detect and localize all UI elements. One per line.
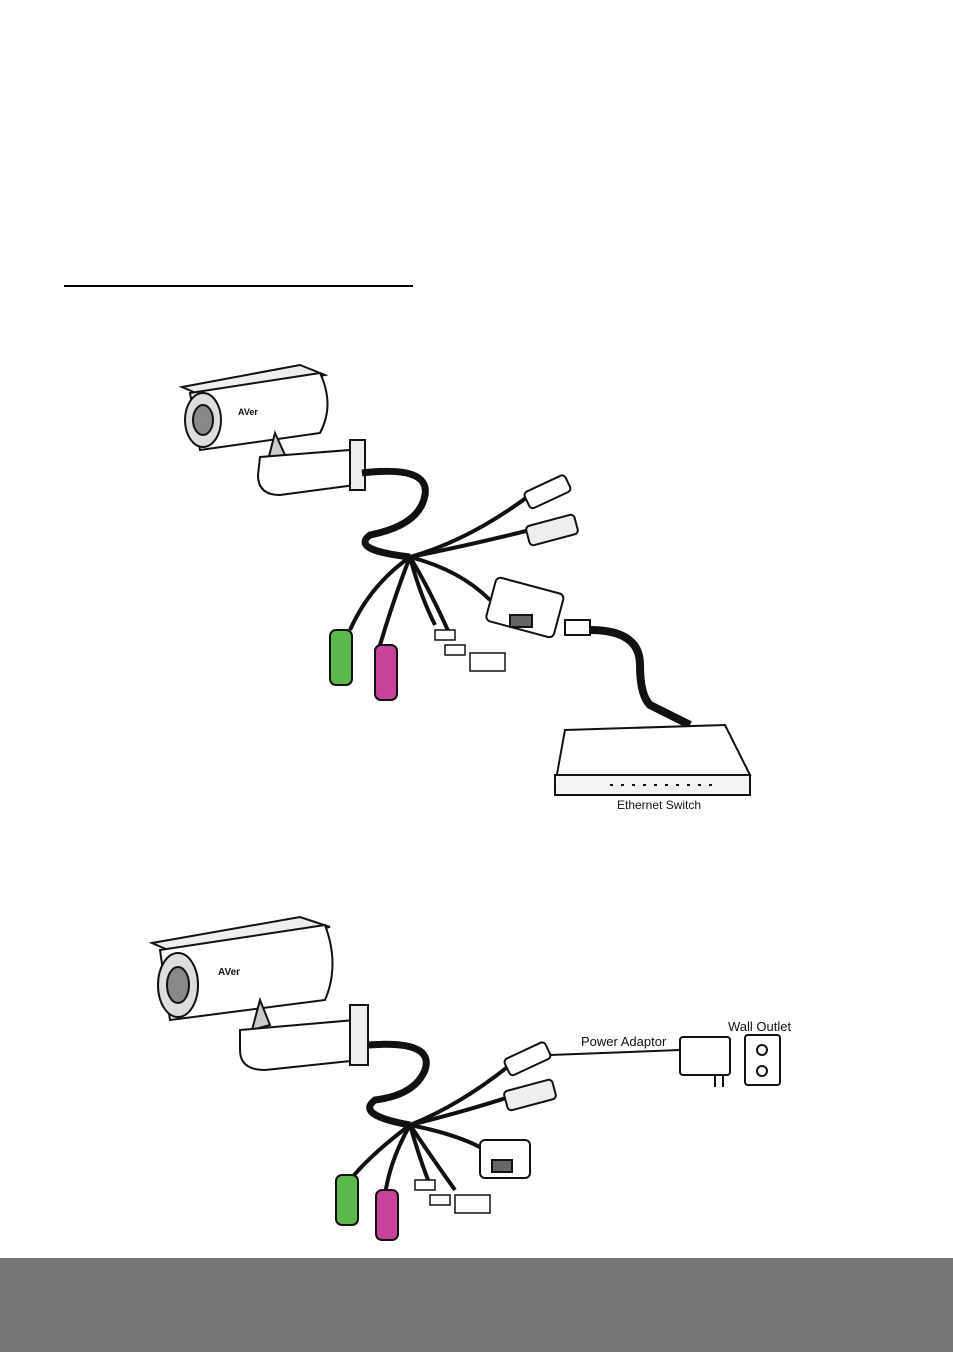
figure-1-drawing: AVer [170,345,790,820]
figure-power-adaptor-connection: AVer [140,895,820,1255]
bnc-connectors [503,1041,556,1111]
power-adaptor-label: Power Adaptor [581,1034,666,1049]
ethernet-cable [590,630,690,725]
audio-in-connector [376,1190,398,1240]
main-cable [368,1044,426,1125]
audio-out-connector [330,630,352,685]
camera-brand-logo: AVer [238,407,258,417]
rj45-coupler [480,1140,530,1178]
main-cable [362,471,425,557]
ethernet-switch-label: Ethernet Switch [617,798,701,812]
wall-outlet [745,1035,780,1085]
ethernet-switch [555,725,750,795]
power-cable [550,1050,680,1055]
figure-poe-connection: AVer [170,345,790,820]
rj45-coupler [485,577,590,639]
figure-2-drawing: AVer [140,895,820,1255]
terminal-blocks [435,630,505,671]
camera-illustration [152,917,368,1070]
bnc-connectors [523,474,578,546]
section-underline [64,285,413,287]
camera-illustration [182,365,365,495]
audio-out-connector [336,1175,358,1225]
wall-outlet-label: Wall Outlet [728,1019,791,1034]
power-adaptor [680,1037,730,1087]
footer-bar [0,1258,953,1352]
audio-in-connector [375,645,397,700]
camera-brand-logo: AVer [218,967,240,978]
